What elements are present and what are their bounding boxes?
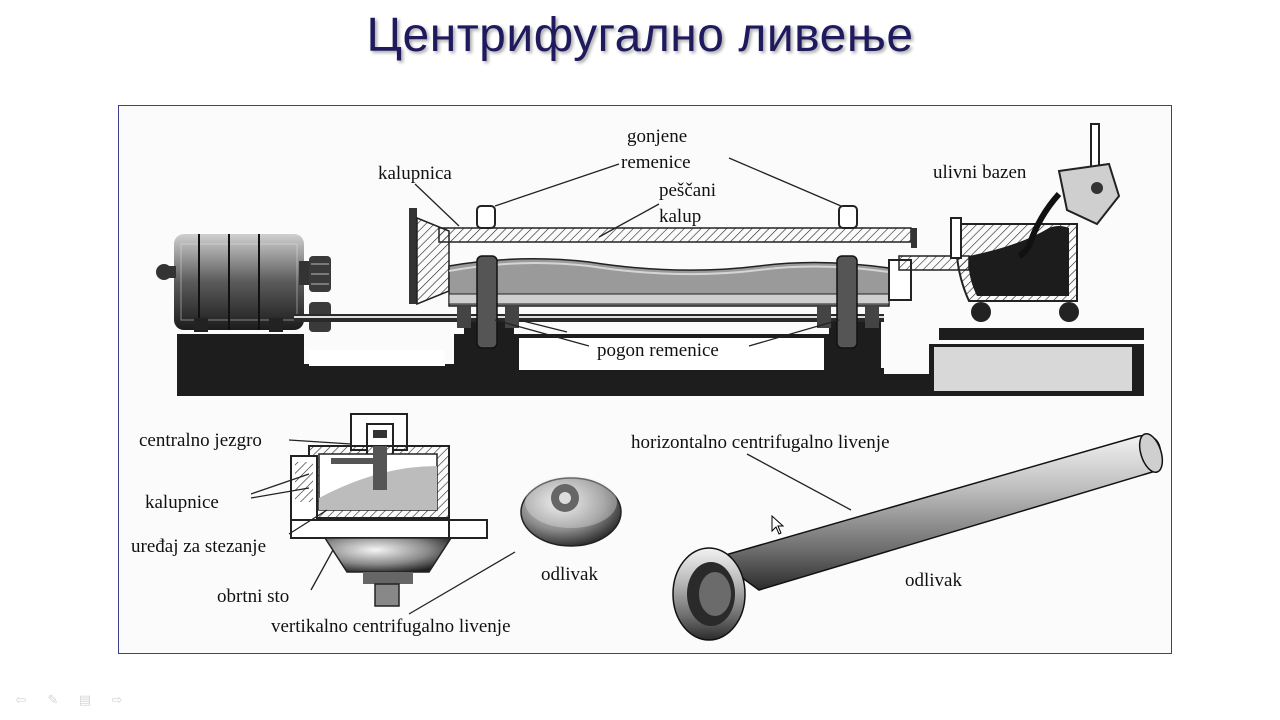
vertical-machine [290, 413, 488, 607]
label-gonjene: gonjene [627, 126, 687, 147]
label-ulivni-bazen: ulivni bazen [933, 162, 1027, 183]
label-obrtni-sto: obrtni sto [217, 586, 289, 607]
label-centralno-jezgro: centralno jezgro [139, 430, 262, 451]
label-odlivak-small: odlivak [541, 564, 598, 585]
mouse-cursor-icon [771, 514, 785, 540]
label-vertikalno: vertikalno centrifugalno livenje [271, 616, 511, 637]
back-arrow-icon[interactable]: ⇦ [15, 692, 27, 708]
label-uredjaj-za-stezanje: uređaj za stezanje [131, 536, 266, 557]
slideshow-nav: ⇦ ✎ ▤ ⇨ [10, 692, 128, 712]
forward-arrow-icon[interactable]: ⇨ [111, 692, 123, 708]
pipe-casting [672, 432, 1164, 641]
label-kalupnice: kalupnice [145, 492, 219, 513]
label-pogon-remenice: pogon remenice [597, 340, 719, 361]
slide-title: Центрифугално ливење [366, 9, 914, 62]
small-casting [520, 476, 622, 547]
label-kalup: kalup [659, 206, 701, 227]
pen-icon[interactable]: ✎ [47, 692, 59, 708]
label-horizontalno: horizontalno centrifugalno livenje [631, 432, 890, 453]
label-remenice: remenice [621, 152, 691, 173]
centrifugal-casting-figure: kalupnica gonjene remenice peščani kalup… [118, 105, 1172, 654]
label-kalupnica: kalupnica [378, 163, 452, 184]
horizontal-machine [156, 123, 1144, 396]
label-pescani: peščani [659, 180, 716, 201]
menu-icon[interactable]: ▤ [78, 692, 92, 708]
label-odlivak-pipe: odlivak [905, 570, 962, 591]
